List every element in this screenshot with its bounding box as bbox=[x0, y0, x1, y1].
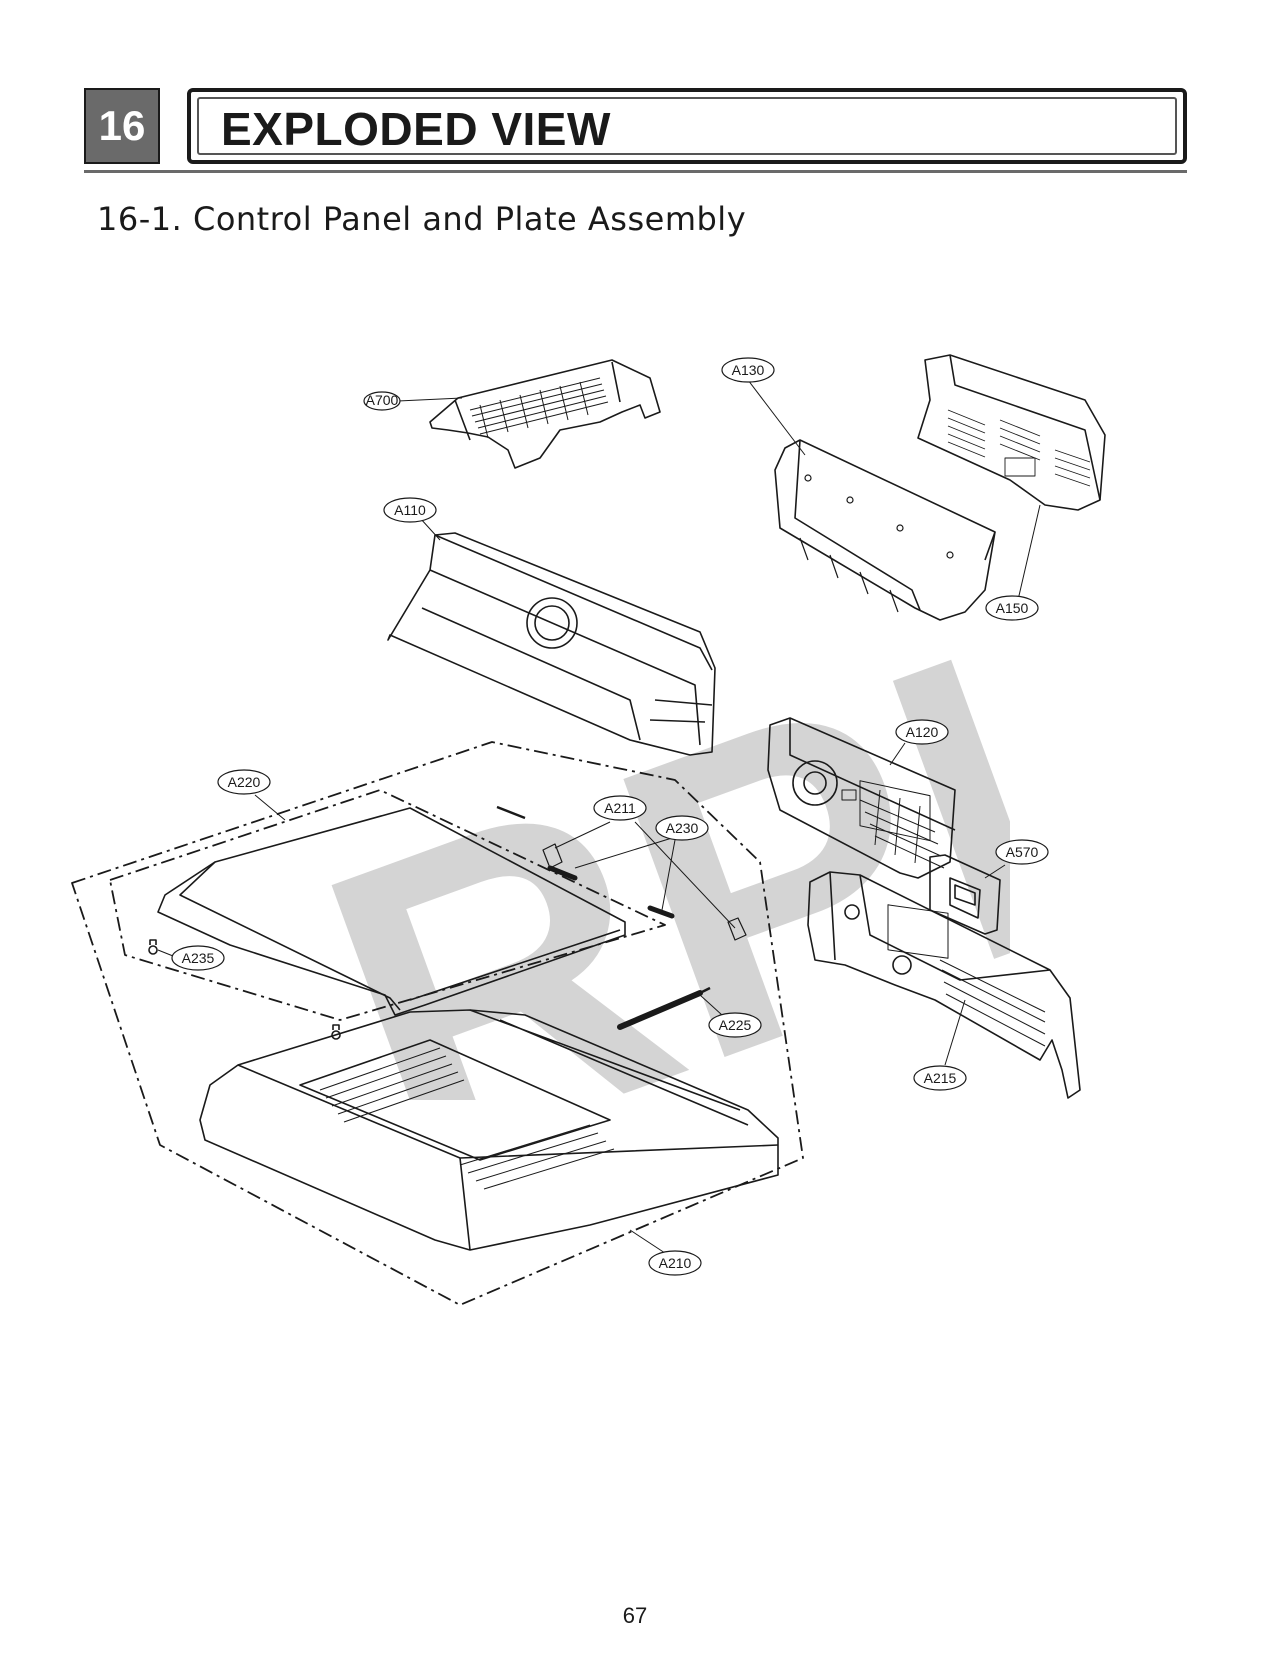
section-title-frame: EXPLODED VIEW bbox=[187, 88, 1187, 164]
small-hardware bbox=[148, 805, 747, 1040]
leader-lines bbox=[157, 379, 1041, 1256]
header-rule bbox=[84, 170, 1187, 173]
callout-label: A110 bbox=[394, 502, 426, 518]
section-number: 16 bbox=[98, 102, 146, 149]
part-a220-lid bbox=[157, 807, 626, 1016]
page-number: 67 bbox=[622, 1603, 648, 1628]
callout-a211: A211 bbox=[593, 795, 647, 821]
part-a700-vent-cover bbox=[429, 359, 661, 469]
callout-ellipse bbox=[913, 1065, 967, 1091]
callout-label: A220 bbox=[228, 774, 261, 790]
callout-ellipse bbox=[383, 497, 437, 523]
section-number-badge: 16 bbox=[84, 88, 160, 164]
part-a150-control-cover bbox=[917, 354, 1106, 511]
part-a210-top-plate bbox=[199, 1009, 779, 1251]
callout-label: A225 bbox=[719, 1017, 752, 1033]
callout-a230: A230 bbox=[655, 815, 709, 841]
callout-a215: A215 bbox=[913, 1065, 967, 1091]
callout-a570: A570 bbox=[995, 839, 1049, 865]
part-a110-control-panel bbox=[387, 532, 716, 756]
callout-a120: A120 bbox=[895, 719, 949, 745]
callout-ellipse bbox=[985, 595, 1039, 621]
part-a215-rear-panel bbox=[807, 871, 1081, 1099]
callout-label: A210 bbox=[659, 1255, 692, 1271]
callout-label: A235 bbox=[182, 950, 215, 966]
part-a130-bracket bbox=[774, 439, 996, 621]
callout-ellipse bbox=[721, 357, 775, 383]
subsection-title: 16-1. Control Panel and Plate Assembly bbox=[97, 200, 747, 238]
section-title: EXPLODED VIEW bbox=[221, 103, 611, 155]
callout-label: A211 bbox=[604, 800, 636, 816]
assembly-boundary-inner bbox=[109, 789, 666, 1021]
callout-label: A130 bbox=[732, 362, 765, 378]
callout-ellipse bbox=[363, 391, 401, 411]
callout-label: A570 bbox=[1006, 844, 1039, 860]
callout-ellipse bbox=[171, 945, 225, 971]
callout-ellipse bbox=[593, 795, 647, 821]
callout-a700: A700 bbox=[363, 391, 401, 411]
callout-a130: A130 bbox=[721, 357, 775, 383]
callout-a150: A150 bbox=[985, 595, 1039, 621]
callout-ellipse bbox=[895, 719, 949, 745]
callout-label: A700 bbox=[366, 392, 399, 408]
callout-label: A150 bbox=[996, 600, 1029, 616]
callout-a225: A225 bbox=[708, 1012, 762, 1038]
callout-a110: A110 bbox=[383, 497, 437, 523]
callout-ellipse bbox=[995, 839, 1049, 865]
callout-label: A215 bbox=[924, 1070, 957, 1086]
callout-ellipse bbox=[708, 1012, 762, 1038]
callout-a210: A210 bbox=[648, 1250, 702, 1276]
assembly-boundary-outer bbox=[71, 741, 804, 1306]
callout-a235: A235 bbox=[171, 945, 225, 971]
part-a120-pcb-assembly bbox=[767, 717, 956, 879]
callout-ellipse bbox=[648, 1250, 702, 1276]
callout-label: A120 bbox=[906, 724, 939, 740]
callout-ellipse bbox=[655, 815, 709, 841]
callout-label: A230 bbox=[666, 820, 699, 836]
callout-ellipse bbox=[217, 769, 271, 795]
section-title-inner-border bbox=[197, 97, 1177, 155]
callout-a220: A220 bbox=[217, 769, 271, 795]
